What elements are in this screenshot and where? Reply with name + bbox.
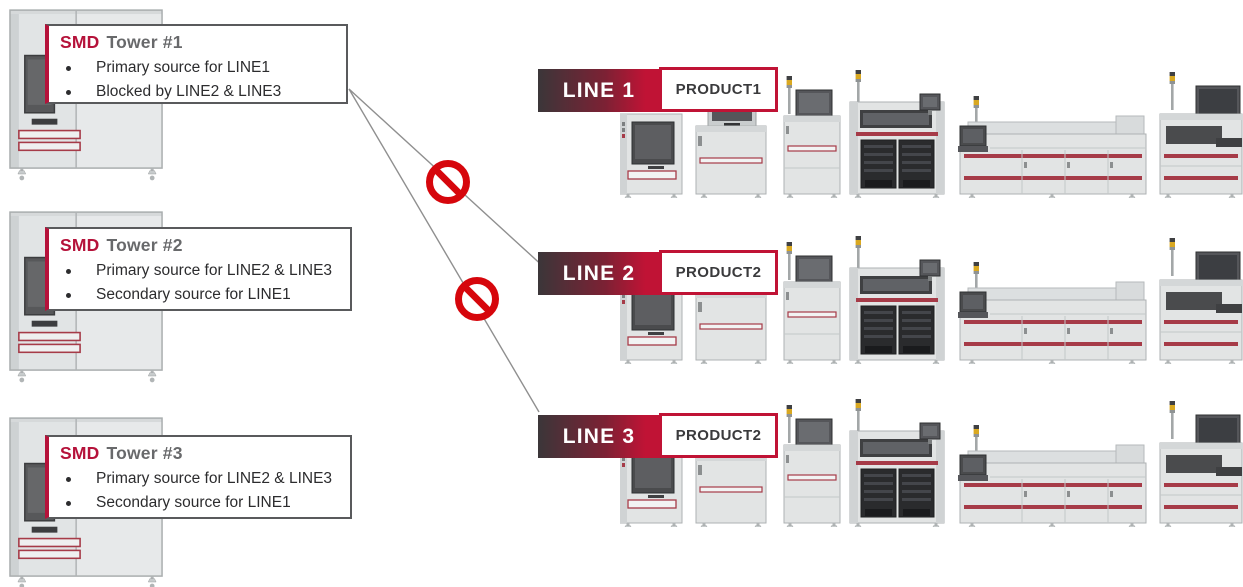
tower-3-title: SMD Tower #3: [60, 443, 342, 464]
line-1-banner: LINE 1: [538, 69, 660, 112]
no-entry-icon-line2: [430, 164, 467, 201]
bullet-dot: [66, 89, 71, 95]
tower-2-bullet-2-text: Secondary source for LINE1: [96, 286, 291, 304]
tower-1-name: Tower #1: [106, 32, 183, 52]
connection-line-tower1-line3: [348, 88, 540, 413]
line-2-label: LINE 2: [562, 261, 636, 285]
connection-line-tower1-line2: [348, 88, 547, 270]
line-1-product-label: PRODUCT1: [675, 81, 762, 98]
line-3-label: LINE 3: [562, 424, 636, 448]
tower-1-bullet-1: Primary source for LINE1: [55, 56, 338, 80]
tower-2-brand: SMD: [60, 235, 100, 255]
bullet-dot: [66, 500, 71, 506]
tower-3-bullet-2: Secondary source for LINE1: [55, 491, 342, 515]
smd-tower-3-label-box: SMD Tower #3 Primary source for LINE2 & L…: [45, 435, 352, 519]
tower-1-bullet-2-text: Blocked by LINE2 & LINE3: [96, 83, 282, 101]
tower-2-title: SMD Tower #2: [60, 235, 342, 256]
no-entry-icon-line3: [459, 281, 496, 318]
line-2-product-box: PRODUCT2: [659, 250, 778, 295]
tower-2-bullet-1: Primary source for LINE2 & LINE3: [55, 259, 342, 283]
line-1-product-box: PRODUCT1: [659, 67, 778, 112]
tower-2-bullet-1-text: Primary source for LINE2 & LINE3: [96, 262, 333, 279]
bullet-dot: [66, 292, 71, 298]
tower-3-brand: SMD: [60, 443, 100, 463]
line-3-product-label: PRODUCT2: [675, 427, 762, 444]
line-3-banner: LINE 3: [538, 415, 660, 458]
line-2-banner: LINE 2: [538, 252, 660, 295]
tower-2-bullet-2: Secondary source for LINE1: [55, 283, 342, 307]
line-3-product-box: PRODUCT2: [659, 413, 778, 458]
tower-3-name: Tower #3: [106, 443, 183, 463]
smd-tower-1-label-box: SMD Tower #1 Primary source for LINE1 Blo…: [45, 24, 348, 104]
tower-1-bullet-1-text: Primary source for LINE1: [96, 59, 270, 76]
tower-1-title: SMD Tower #1: [60, 32, 338, 53]
tower-1-brand: SMD: [60, 32, 100, 52]
line-1-label: LINE 1: [562, 78, 636, 102]
tower-3-bullet-1-text: Primary source for LINE2 & LINE3: [96, 470, 333, 487]
bullet-dot: [66, 476, 71, 482]
smd-tower-2-label-box: SMD Tower #2 Primary source for LINE2 & L…: [45, 227, 352, 311]
tower-2-name: Tower #2: [106, 235, 183, 255]
tower-1-bullet-2: Blocked by LINE2 & LINE3: [55, 80, 338, 104]
tower-3-bullet-1: Primary source for LINE2 & LINE3: [55, 467, 342, 491]
bullet-dot: [66, 65, 71, 71]
tower-3-bullet-2-text: Secondary source for LINE1: [96, 494, 291, 512]
bullet-dot: [66, 268, 71, 274]
line-2-product-label: PRODUCT2: [675, 264, 762, 281]
